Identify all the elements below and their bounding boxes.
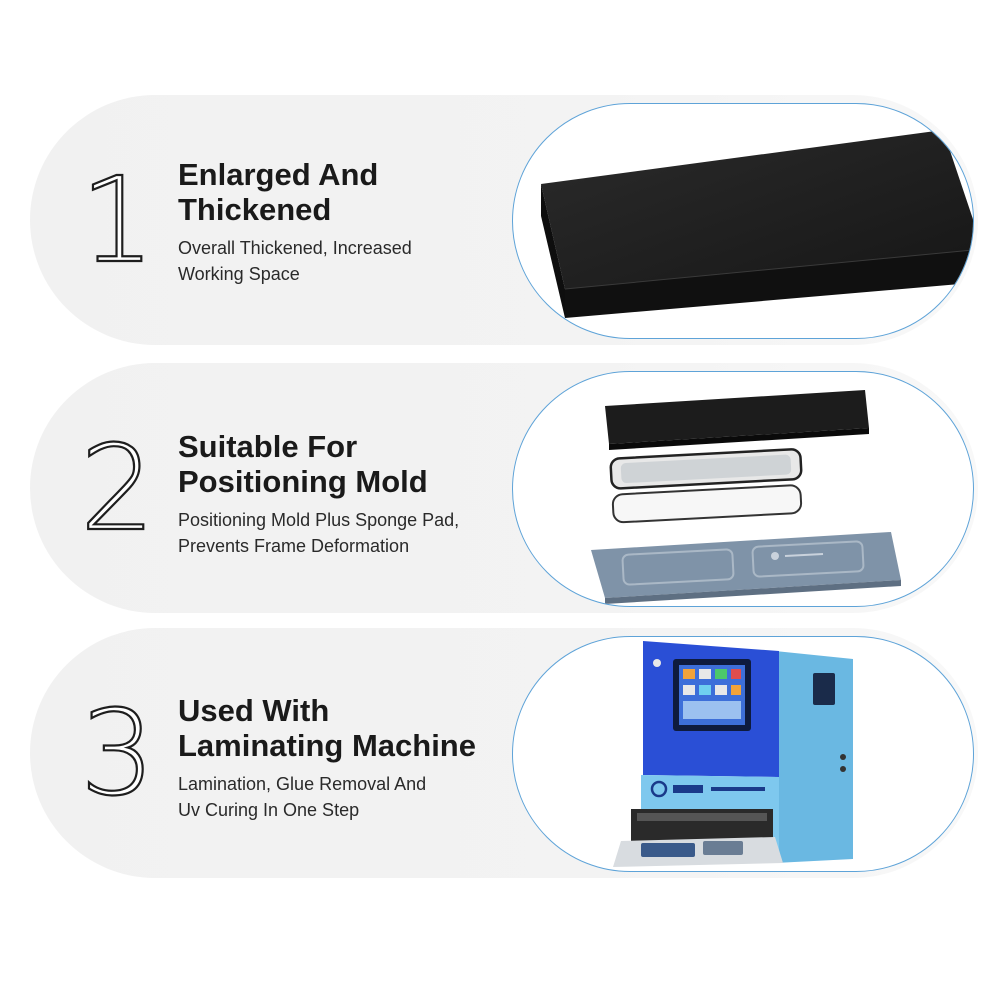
feature-card-2: 2 Suitable For Positioning Mold Position…	[30, 363, 978, 613]
pad-bottom-edge	[565, 249, 973, 318]
feature-description-2: Positioning Mold Plus Sponge Pad, Preven…	[178, 507, 518, 559]
feature-title-3-line-1: Used With	[178, 693, 330, 728]
positioning-mold	[591, 532, 901, 598]
feature-text-2: Suitable For Positioning Mold Positionin…	[178, 429, 518, 559]
feature-title-1: Enlarged And Thickened	[178, 157, 518, 227]
laminating-machine-illustration	[613, 641, 853, 867]
thick-black-pad-illustration	[541, 130, 973, 318]
feature-description-2-line-2: Prevents Frame Deformation	[178, 536, 410, 556]
laminating-machine-image	[512, 636, 974, 872]
glass-layer	[611, 484, 803, 524]
sponge-pad	[605, 390, 869, 444]
feature-title-2-line-2: Positioning Mold	[178, 464, 428, 499]
feature-description-3: Lamination, Glue Removal And Uv Curing I…	[178, 771, 518, 823]
feature-title-3: Used With Laminating Machine	[178, 693, 518, 763]
feature-description-2-line-1: Positioning Mold Plus Sponge Pad,	[178, 510, 460, 530]
feature-description-3-line-1: Lamination, Glue Removal And	[178, 774, 427, 794]
machine-tray	[613, 837, 783, 867]
exploded-mold-stack-illustration	[591, 390, 901, 604]
feature-number-1: 1	[79, 151, 156, 289]
feature-title-2-line-1: Suitable For	[178, 429, 358, 464]
feature-number-2: 2	[79, 419, 156, 557]
feature-title-1-line-1: Enlarged And	[178, 157, 379, 192]
pad-front-edge	[541, 184, 565, 318]
feature-title-1-line-2: Thickened	[178, 192, 332, 227]
feature-description-1: Overall Thickened, Increased Working Spa…	[178, 235, 518, 287]
feature-card-1: 1 Enlarged And Thickened Overall Thicken…	[30, 95, 978, 345]
feature-text-1: Enlarged And Thickened Overall Thickened…	[178, 157, 518, 287]
feature-title-3-line-2: Laminating Machine	[178, 728, 476, 763]
pad-top-face	[541, 130, 973, 289]
thick-black-pad-image	[512, 103, 974, 339]
feature-card-3: 3 Used With Laminating Machine Laminatio…	[30, 628, 978, 878]
exploded-mold-stack-image	[512, 371, 974, 607]
feature-title-2: Suitable For Positioning Mold	[178, 429, 518, 499]
feature-number-3: 3	[79, 684, 156, 822]
feature-description-3-line-2: Uv Curing In One Step	[178, 800, 360, 820]
feature-text-3: Used With Laminating Machine Lamination,…	[178, 693, 518, 823]
feature-description-1-line-2: Working Space	[178, 264, 300, 284]
feature-description-1-line-1: Overall Thickened, Increased	[178, 238, 412, 258]
